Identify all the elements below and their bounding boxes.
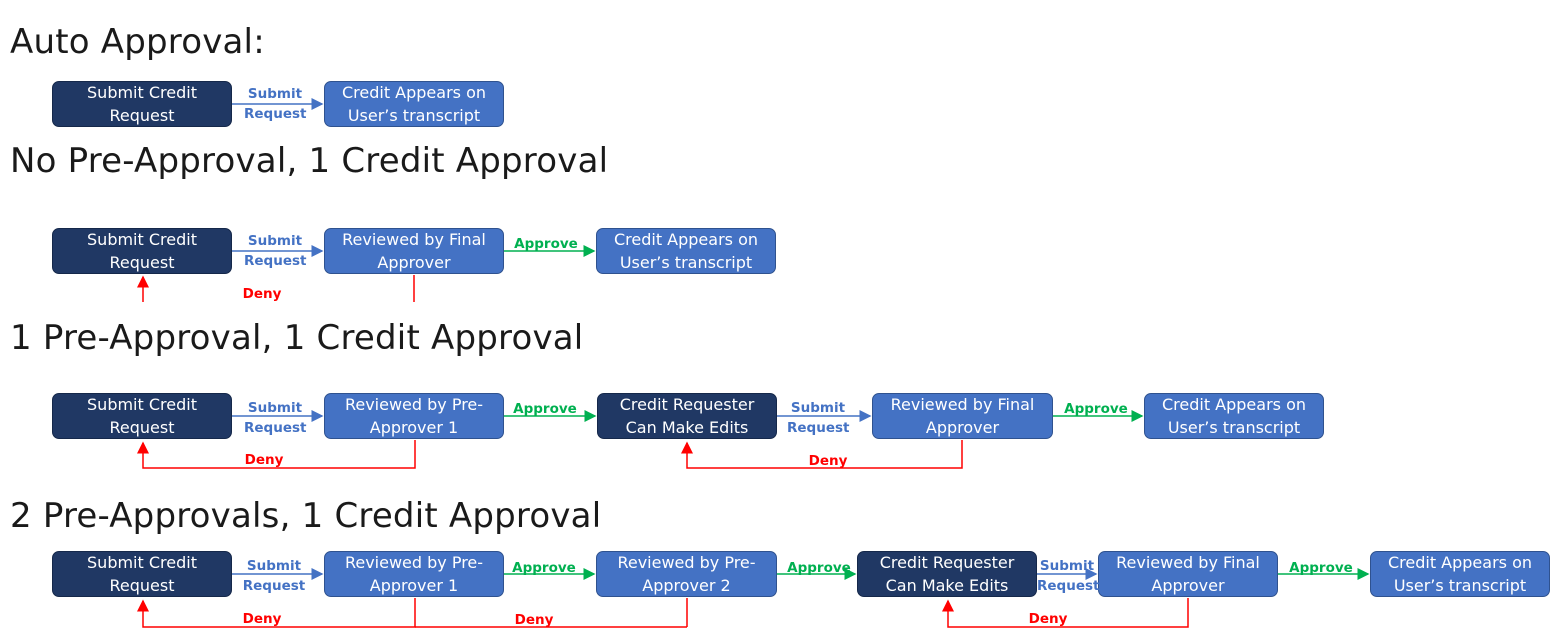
- credit-appears-box: Credit Appears on User’s transcript: [324, 81, 504, 127]
- reviewed-final-approver-box: Reviewed by Final Approver: [872, 393, 1053, 439]
- submit-request-label: Submit Request: [1037, 558, 1100, 594]
- approve-label: Approve: [514, 236, 578, 252]
- section-title-1-pre-approval: 1 Pre-Approval, 1 Credit Approval: [10, 318, 584, 358]
- submit-credit-request-box: Submit Credit Request: [52, 551, 232, 597]
- submit-request-label: Submit Request: [787, 400, 850, 436]
- deny-label: Deny: [242, 286, 282, 302]
- submit-request-label: Submit Request: [244, 233, 307, 269]
- submit-credit-request-box: Submit Credit Request: [52, 393, 232, 439]
- approve-label: Approve: [1064, 401, 1128, 417]
- reviewed-final-approver-box: Reviewed by Final Approver: [1098, 551, 1278, 597]
- submit-request-label: Submit Request: [242, 558, 306, 594]
- credit-requester-edits-box: Credit Requester Can Make Edits: [597, 393, 777, 439]
- deny-label: Deny: [514, 612, 554, 628]
- approve-label: Approve: [787, 560, 851, 576]
- submit-credit-request-box: Submit Credit Request: [52, 228, 232, 274]
- deny-label: Deny: [1028, 611, 1068, 627]
- section-title-auto-approval: Auto Approval:: [10, 22, 265, 62]
- approve-label: Approve: [1289, 560, 1353, 576]
- reviewed-final-approver-box: Reviewed by Final Approver: [324, 228, 504, 274]
- reviewed-pre-approver-1-box: Reviewed by Pre-Approver 1: [324, 551, 504, 597]
- submit-credit-request-box: Submit Credit Request: [52, 81, 232, 127]
- section-title-no-pre-approval: No Pre-Approval, 1 Credit Approval: [10, 141, 609, 181]
- credit-appears-box: Credit Appears on User’s transcript: [1370, 551, 1550, 597]
- deny-label: Deny: [242, 611, 282, 627]
- credit-appears-box: Credit Appears on User’s transcript: [596, 228, 776, 274]
- deny-label: Deny: [244, 452, 284, 468]
- submit-request-label: Submit Request: [244, 86, 307, 122]
- deny-label: Deny: [808, 453, 848, 469]
- credit-requester-edits-box: Credit Requester Can Make Edits: [857, 551, 1037, 597]
- section-title-2-pre-approvals: 2 Pre-Approvals, 1 Credit Approval: [10, 496, 602, 536]
- approve-label: Approve: [513, 401, 577, 417]
- approve-label: Approve: [512, 560, 576, 576]
- reviewed-pre-approver-1-box: Reviewed by Pre-Approver 1: [324, 393, 504, 439]
- submit-request-label: Submit Request: [244, 400, 307, 436]
- reviewed-pre-approver-2-box: Reviewed by Pre-Approver 2: [596, 551, 777, 597]
- credit-appears-box: Credit Appears on User’s transcript: [1144, 393, 1324, 439]
